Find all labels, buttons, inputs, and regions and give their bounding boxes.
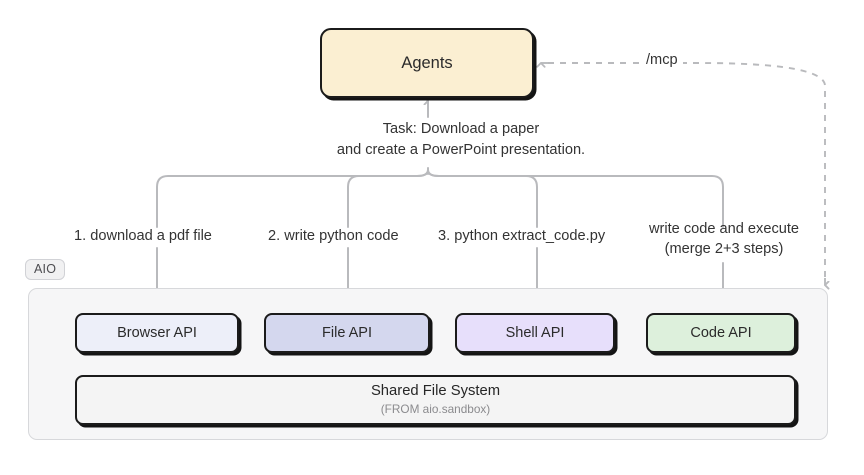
- step-label-3: 3. python extract_code.py: [438, 228, 606, 244]
- browser-api-node[interactable]: Browser API: [75, 313, 239, 353]
- shared-file-system-node[interactable]: Shared File System (FROM aio.sandbox): [75, 375, 796, 425]
- edge-branch-leg-2: [347, 169, 429, 228]
- step-label-4: write code and execute (merge 2+3 steps): [636, 219, 812, 259]
- aio-badge: AIO: [25, 259, 66, 280]
- task-line-2: and create a PowerPoint presentation.: [336, 141, 586, 158]
- step-label-2: 2. write python code: [268, 228, 399, 244]
- agents-node[interactable]: Agents: [320, 28, 534, 98]
- mcp-edge-label: /mcp: [641, 50, 683, 71]
- step-label-1: 1. download a pdf file: [74, 228, 212, 244]
- file-api-label: File API: [322, 325, 372, 341]
- code-api-label: Code API: [690, 325, 752, 341]
- shell-api-node[interactable]: Shell API: [455, 313, 615, 353]
- file-api-node[interactable]: File API: [264, 313, 430, 353]
- shared-file-system-title: Shared File System: [370, 382, 501, 399]
- edge-branch-leg-3: [427, 169, 538, 228]
- edge-branch-leg-1: [156, 169, 429, 228]
- agents-label: Agents: [401, 53, 453, 72]
- step-label-4-line-1: write code and execute: [648, 221, 800, 237]
- task-line-1: Task: Download a paper: [382, 121, 540, 137]
- shell-api-label: Shell API: [505, 325, 565, 341]
- task-description: Task: Download a paper and create a Powe…: [336, 119, 586, 160]
- shared-file-system-subtitle: (FROM aio.sandbox): [380, 401, 491, 416]
- code-api-node[interactable]: Code API: [646, 313, 796, 353]
- browser-api-label: Browser API: [117, 325, 197, 341]
- step-label-4-line-2: (merge 2+3 steps): [664, 241, 784, 258]
